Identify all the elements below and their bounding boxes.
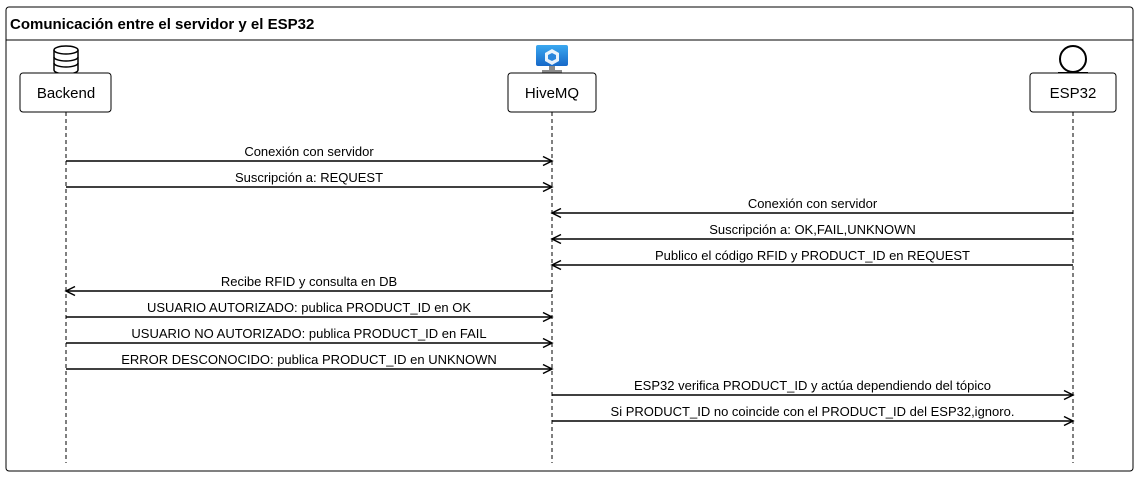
message-7: USUARIO AUTORIZADO: publica PRODUCT_ID e… xyxy=(66,300,554,323)
message-3: Conexión con servidor xyxy=(550,196,1073,219)
arrowhead-icon xyxy=(1063,415,1075,427)
message-label: Conexión con servidor xyxy=(244,144,374,159)
message-6: Recibe RFID y consulta en DB xyxy=(64,274,552,297)
message-label: Suscripción a: OK,FAIL,UNKNOWN xyxy=(709,222,916,237)
database-icon xyxy=(53,45,79,75)
arrowhead-icon xyxy=(542,311,554,323)
message-label: Publico el código RFID y PRODUCT_ID en R… xyxy=(655,248,970,263)
message-label: Suscripción a: REQUEST xyxy=(235,170,383,185)
message-label: USUARIO NO AUTORIZADO: publica PRODUCT_I… xyxy=(131,326,486,341)
arrowhead-icon xyxy=(1063,389,1075,401)
arrowhead-icon xyxy=(542,155,554,167)
participant-esp32-box[interactable] xyxy=(1029,72,1117,113)
message-1: Conexión con servidor xyxy=(66,144,554,167)
message-label: ESP32 verifica PRODUCT_ID y actúa depend… xyxy=(634,378,991,393)
message-9: ERROR DESCONOCIDO: publica PRODUCT_ID en… xyxy=(66,352,554,375)
arrowhead-icon xyxy=(550,207,562,219)
participant-backend-label: Backend xyxy=(37,85,95,102)
participant-backend-box[interactable] xyxy=(19,72,112,113)
message-label: Recibe RFID y consulta en DB xyxy=(221,274,397,289)
message-label: ERROR DESCONOCIDO: publica PRODUCT_ID en… xyxy=(121,352,497,367)
arrowhead-icon xyxy=(64,285,76,297)
participant-hivemq-box[interactable] xyxy=(507,72,597,113)
arrowhead-icon xyxy=(550,259,562,271)
participant-esp32-label: ESP32 xyxy=(1050,85,1097,102)
message-11: Si PRODUCT_ID no coincide con el PRODUCT… xyxy=(552,404,1075,427)
message-label: USUARIO AUTORIZADO: publica PRODUCT_ID e… xyxy=(147,300,471,315)
arrowhead-icon xyxy=(542,363,554,375)
message-2: Suscripción a: REQUEST xyxy=(66,170,554,193)
message-5: Publico el código RFID y PRODUCT_ID en R… xyxy=(550,248,1073,271)
participant-hivemq-label: HiveMQ xyxy=(525,85,579,102)
diagram-title: Comunicación entre el servidor y el ESP3… xyxy=(10,16,314,33)
arrowhead-icon xyxy=(550,233,562,245)
message-8: USUARIO NO AUTORIZADO: publica PRODUCT_I… xyxy=(66,326,554,349)
message-4: Suscripción a: OK,FAIL,UNKNOWN xyxy=(550,222,1073,245)
cloud-server-icon xyxy=(536,45,568,73)
message-label: Si PRODUCT_ID no coincide con el PRODUCT… xyxy=(611,404,1015,419)
message-label: Conexión con servidor xyxy=(748,196,878,211)
arrowhead-icon xyxy=(542,181,554,193)
message-10: ESP32 verifica PRODUCT_ID y actúa depend… xyxy=(552,378,1075,401)
arrowhead-icon xyxy=(542,337,554,349)
